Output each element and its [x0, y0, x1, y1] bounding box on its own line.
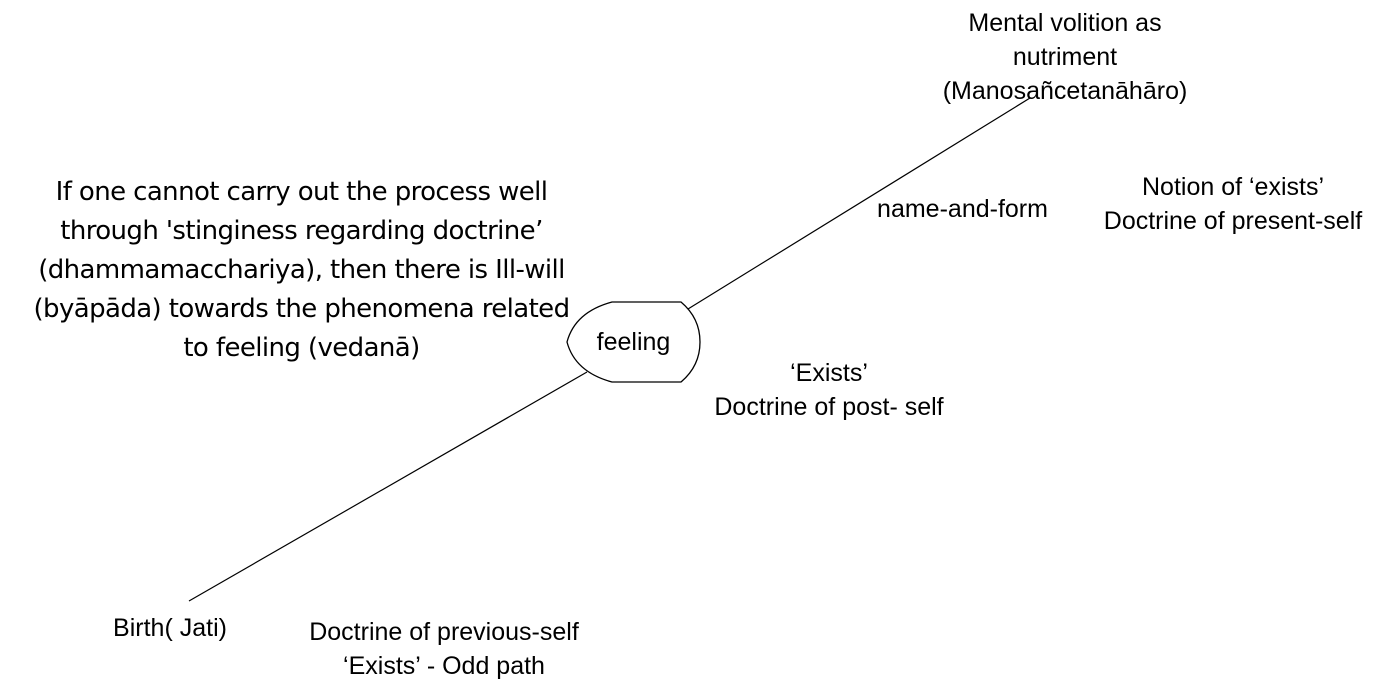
post-self-node: ‘Exists’ Doctrine of post- self [690, 356, 968, 424]
ill-will-annotation: If one cannot carry out the process well… [10, 173, 593, 368]
previous-self-line-1: Doctrine of previous-self [309, 618, 579, 646]
annotation-line-5: to feeling (vedanā) [183, 333, 420, 363]
birth-node: Birth( Jati) [95, 611, 245, 645]
mental-volition-line-3: (Manosañcetanāhāro) [942, 77, 1188, 105]
present-self-line-1: Notion of ‘exists’ [1141, 173, 1325, 201]
annotation-line-2: through 'stinginess regarding doctrine’ [60, 216, 543, 246]
name-and-form-label: name-and-form [877, 195, 1048, 223]
mental-volition-line-1: Mental volition as [968, 9, 1162, 37]
name-and-form-node: name-and-form [855, 192, 1070, 226]
post-self-line-1: ‘Exists’ [790, 359, 868, 387]
annotation-line-4: (byāpāda) towards the phenomena related [33, 294, 571, 324]
annotation-line-1: If one cannot carry out the process well [55, 177, 548, 207]
birth-label: Birth( Jati) [113, 614, 227, 642]
mental-volition-line-2: nutriment [1012, 43, 1118, 71]
mental-volition-node: Mental volition as nutriment (Manosañcet… [900, 6, 1230, 108]
post-self-line-2: Doctrine of post- self [714, 393, 944, 421]
previous-self-node: Doctrine of previous-self ‘Exists’ - Odd… [283, 615, 605, 683]
annotation-line-3: (dhammamacchariya), then there is Ill-wi… [38, 255, 565, 285]
edge-feeling-to-birth [188, 371, 588, 602]
present-self-node: Notion of ‘exists’ Doctrine of present-s… [1080, 170, 1386, 238]
previous-self-line-2: ‘Exists’ - Odd path [343, 652, 545, 680]
feeling-node-shape [566, 301, 701, 383]
edge-feeling-to-mental-volition [687, 97, 1031, 310]
present-self-line-2: Doctrine of present-self [1103, 207, 1363, 235]
feeling-node-label: feeling [596, 328, 671, 356]
